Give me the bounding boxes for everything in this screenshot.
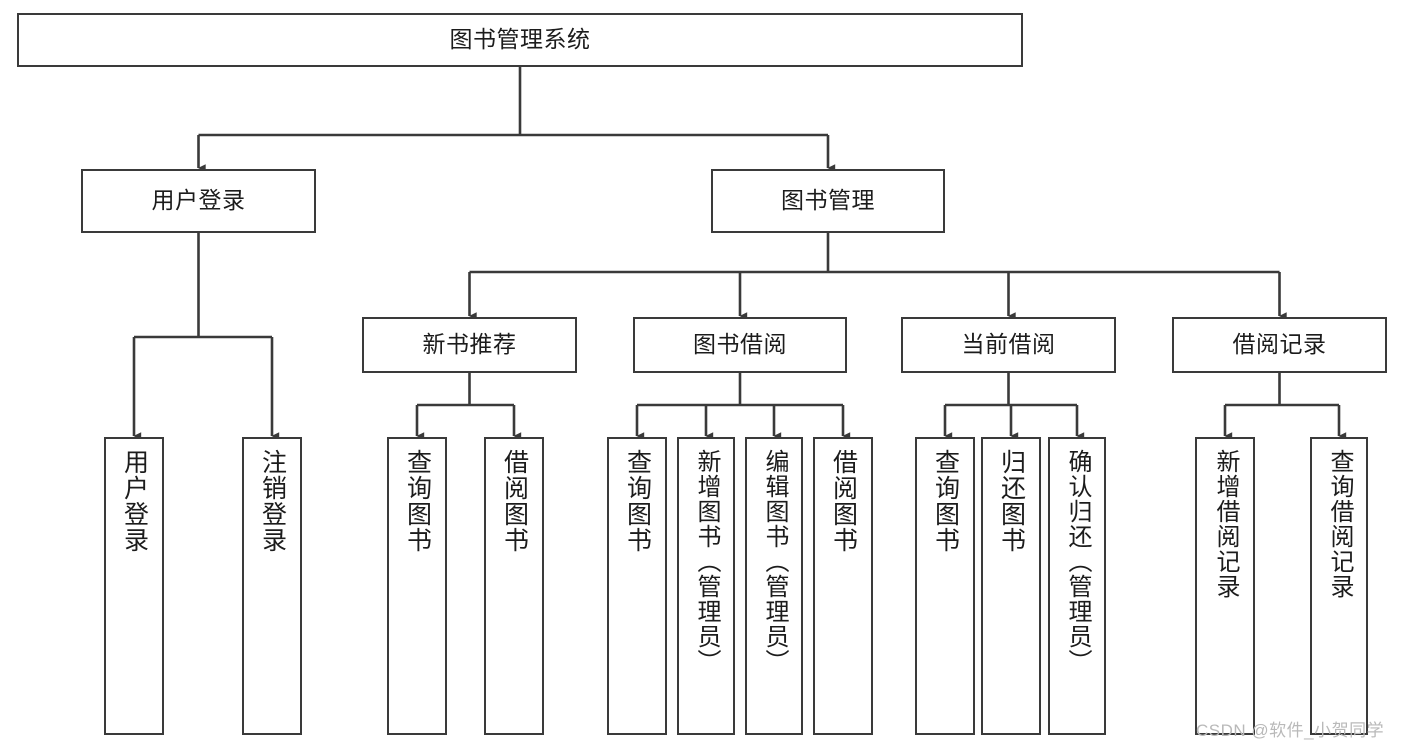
node-label: 当前借阅 xyxy=(961,331,1056,358)
level3-node-3[interactable]: 借阅记录 xyxy=(1172,317,1387,373)
node-label: 查询借阅记录 xyxy=(1325,449,1353,599)
edge-group xyxy=(132,67,1347,440)
level2-node-0[interactable]: 用户登录 xyxy=(81,169,316,233)
leaf-node-5[interactable]: 新增图书（管理员） xyxy=(677,437,735,735)
node-label: 借阅图书 xyxy=(500,449,529,553)
node-label: 新书推荐 xyxy=(422,331,517,358)
node-label: 归还图书 xyxy=(997,449,1026,553)
leaf-node-4[interactable]: 查询图书 xyxy=(607,437,667,735)
leaf-node-7[interactable]: 借阅图书 xyxy=(813,437,873,735)
node-label: 用户登录 xyxy=(151,187,246,214)
leaf-node-2[interactable]: 查询图书 xyxy=(387,437,447,735)
node-label: 图书管理 xyxy=(781,187,875,214)
node-label: 图书借阅 xyxy=(693,331,787,358)
leaf-node-3[interactable]: 借阅图书 xyxy=(484,437,544,735)
node-label: 注销登录 xyxy=(258,449,287,553)
node-label: 查询图书 xyxy=(623,449,652,553)
node-label: 用户登录 xyxy=(120,449,149,553)
leaf-node-12[interactable]: 查询借阅记录 xyxy=(1310,437,1368,735)
leaf-node-10[interactable]: 确认归还（管理员） xyxy=(1048,437,1106,735)
leaf-node-1[interactable]: 注销登录 xyxy=(242,437,302,735)
node-label: 查询图书 xyxy=(931,449,960,553)
node-label: 查询图书 xyxy=(403,449,432,553)
node-label: 图书管理系统 xyxy=(449,26,591,53)
level3-node-1[interactable]: 图书借阅 xyxy=(633,317,847,373)
leaf-node-9[interactable]: 归还图书 xyxy=(981,437,1041,735)
leaf-node-0[interactable]: 用户登录 xyxy=(104,437,164,735)
leaf-node-6[interactable]: 编辑图书（管理员） xyxy=(745,437,803,735)
node-label: 编辑图书（管理员） xyxy=(760,449,788,674)
node-label: 新增借阅记录 xyxy=(1211,449,1239,599)
root-node-0[interactable]: 图书管理系统 xyxy=(17,13,1023,67)
node-label: 借阅图书 xyxy=(829,449,858,553)
level3-node-0[interactable]: 新书推荐 xyxy=(362,317,577,373)
node-label: 借阅记录 xyxy=(1232,331,1327,358)
node-label: 确认归还（管理员） xyxy=(1063,449,1091,674)
node-label: 新增图书（管理员） xyxy=(692,449,720,674)
leaf-node-11[interactable]: 新增借阅记录 xyxy=(1195,437,1255,735)
watermark-text: CSDN @软件_小贺同学 xyxy=(1196,721,1385,740)
leaf-node-8[interactable]: 查询图书 xyxy=(915,437,975,735)
level3-node-2[interactable]: 当前借阅 xyxy=(901,317,1116,373)
level2-node-1[interactable]: 图书管理 xyxy=(711,169,945,233)
